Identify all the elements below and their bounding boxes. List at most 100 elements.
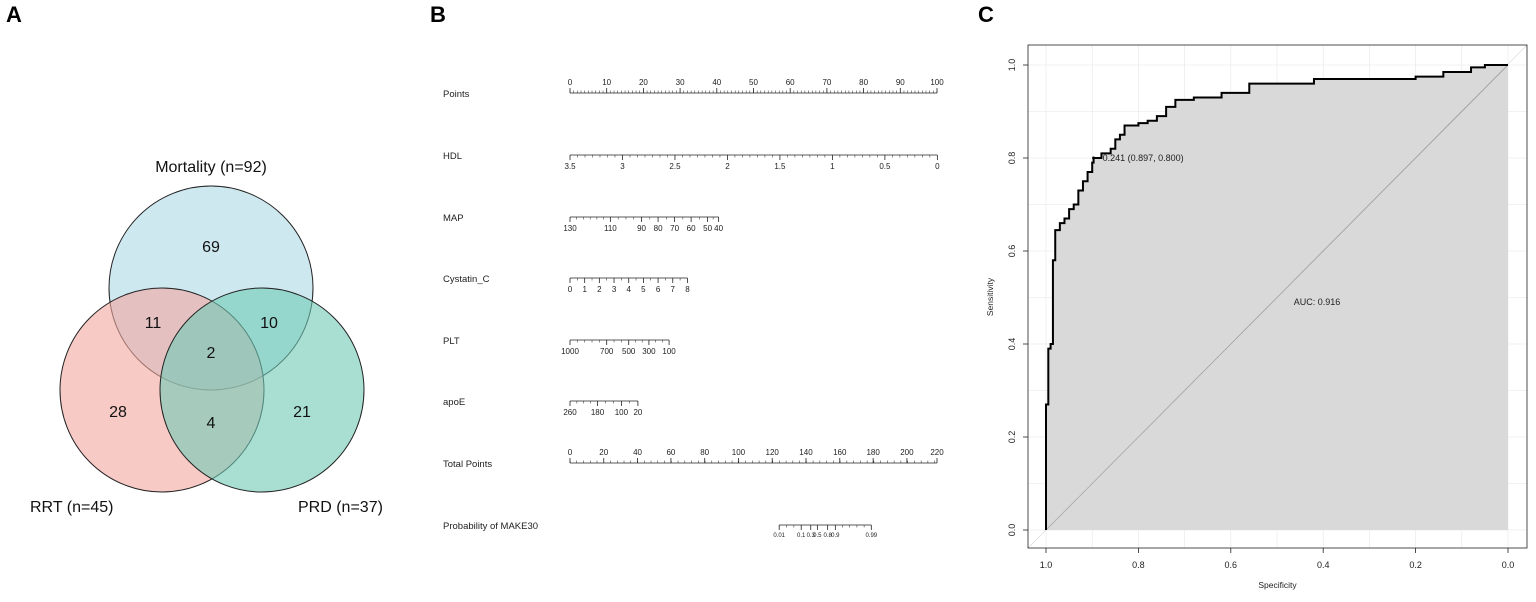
nomogram-tick-label: 3.5	[564, 162, 576, 171]
nomogram-tick-label: 700	[600, 347, 614, 356]
venn-region-count: 69	[202, 239, 220, 256]
nomogram-tick-label: 200	[900, 448, 914, 457]
nomogram-tick-label: 90	[637, 224, 646, 233]
venn-region-count: 2	[207, 345, 216, 362]
nomogram-tick-label: 120	[766, 448, 780, 457]
nomogram-tick-label: 500	[622, 347, 636, 356]
nomogram-tick-label: 0.99	[865, 533, 877, 539]
nomogram-tick-label: 6	[656, 285, 661, 294]
nomogram-tick-label: 100	[615, 408, 629, 417]
nomogram-tick-label: 3	[620, 162, 625, 171]
nomogram-tick-label: 2	[725, 162, 730, 171]
nomogram-tick-label: 40	[714, 224, 723, 233]
roc-y-tick-label: 0.0	[1007, 524, 1017, 537]
nomogram-tick-label: 220	[930, 448, 944, 457]
nomogram-tick-label: 1	[830, 162, 835, 171]
nomogram-row-label: MAP	[443, 213, 464, 224]
nomogram-tick-label: 40	[712, 78, 721, 87]
nomogram-row-label: PLT	[443, 336, 460, 347]
nomogram-tick-label: 2	[597, 285, 602, 294]
nomogram-tick-label: 0.8	[823, 533, 832, 539]
nomogram-tick-label: 0.3	[807, 533, 816, 539]
venn-region-count: 21	[293, 404, 311, 421]
venn-circle-2	[159, 287, 365, 493]
nomogram-tick-label: 100	[732, 448, 746, 457]
roc-x-tick-label: 1.0	[1040, 560, 1053, 570]
roc-y-tick-label: 0.4	[1007, 338, 1017, 351]
nomogram-tick-label: 100	[662, 347, 676, 356]
nomogram-tick-label: 4	[626, 285, 631, 294]
roc-x-axis-title: Specificity	[1258, 580, 1297, 590]
nomogram-tick-label: 140	[799, 448, 813, 457]
nomogram-tick-label: 1.5	[774, 162, 786, 171]
nomogram-tick-label: 0	[568, 285, 573, 294]
nomogram-tick-label: 70	[822, 78, 831, 87]
roc-curve	[1045, 64, 1508, 530]
nomogram-tick-label: 60	[786, 78, 795, 87]
roc-x-tick-label: 0.6	[1225, 560, 1238, 570]
venn-region-count: 11	[145, 315, 162, 332]
nomogram-tick-label: 0	[935, 162, 940, 171]
venn-set-label: RRT (n=45)	[30, 499, 113, 516]
nomogram-tick-label: 110	[604, 224, 617, 233]
roc-y-axis-title: Sensitivity	[985, 277, 995, 316]
nomogram-tick-label: 80	[700, 448, 709, 457]
nomogram-tick-label: 2.5	[669, 162, 681, 171]
venn-region-count: 28	[109, 404, 127, 421]
nomogram-tick-label: 180	[866, 448, 880, 457]
nomogram-tick-label: 20	[599, 448, 608, 457]
roc-y-tick-label: 0.6	[1007, 245, 1017, 258]
venn-diagram: A Mortality (n=92)RRT (n=45)PRD (n=37)69…	[6, 2, 383, 516]
nomogram-tick-label: 0.1	[797, 533, 806, 539]
nomogram-tick-label: 20	[633, 408, 642, 417]
roc-plot-frame	[1027, 44, 1528, 549]
nomogram-tick-label: 160	[833, 448, 847, 457]
nomogram-tick-label: 30	[676, 78, 685, 87]
nomogram-tick-label: 0.01	[773, 533, 785, 539]
nomogram-tick-label: 8	[685, 285, 690, 294]
roc-y-tick-label: 1.0	[1007, 59, 1017, 72]
nomogram-tick-label: 100	[930, 78, 944, 87]
nomogram-row-label: Points	[443, 89, 470, 100]
nomogram-tick-label: 10	[602, 78, 611, 87]
nomogram-tick-label: 180	[591, 408, 605, 417]
roc-x-tick-label: 0.2	[1409, 560, 1422, 570]
nomogram-tick-label: 260	[563, 408, 577, 417]
nomogram-row-label: HDL	[443, 151, 462, 162]
nomogram-tick-label: 90	[896, 78, 905, 87]
nomogram-tick-label: 1	[582, 285, 587, 294]
nomogram-row-label: apoE	[443, 397, 465, 408]
nomogram-tick-label: 7	[671, 285, 676, 294]
roc-x-tick-label: 0.8	[1132, 560, 1145, 570]
nomogram-tick-label: 0.9	[831, 533, 840, 539]
nomogram-tick-label: 130	[563, 224, 577, 233]
panel-label-a: A	[6, 2, 22, 27]
nomogram-tick-label: 50	[749, 78, 758, 87]
nomogram-tick-label: 40	[633, 448, 642, 457]
venn-set-label: Mortality (n=92)	[155, 159, 267, 176]
nomogram-tick-label: 50	[703, 224, 712, 233]
venn-region-count: 10	[260, 315, 278, 332]
nomogram-tick-label: 300	[642, 347, 656, 356]
nomogram-tick-label: 0.5	[879, 162, 891, 171]
nomogram-tick-label: 70	[670, 224, 679, 233]
nomogram-tick-label: 0	[568, 78, 573, 87]
panel-label-b: B	[430, 2, 446, 27]
nomogram-tick-label: 0	[568, 448, 573, 457]
roc-threshold-label: 0.241 (0.897, 0.800)	[1103, 153, 1184, 163]
nomogram-tick-label: 1000	[561, 347, 579, 356]
nomogram-row-label: Probability of MAKE30	[443, 521, 538, 532]
nomogram-tick-label: 60	[687, 224, 696, 233]
roc-frame-diagonal	[1027, 44, 1528, 549]
nomogram-tick-label: 60	[666, 448, 675, 457]
roc-threshold-point	[1092, 156, 1096, 160]
roc-y-tick-label: 0.8	[1007, 152, 1017, 165]
roc-x-tick-label: 0.0	[1502, 560, 1515, 570]
nomogram-tick-label: 0.5	[813, 533, 822, 539]
venn-region-count: 4	[207, 415, 216, 432]
nomogram-tick-label: 20	[639, 78, 648, 87]
roc-auc-label: AUC: 0.916	[1294, 297, 1341, 307]
